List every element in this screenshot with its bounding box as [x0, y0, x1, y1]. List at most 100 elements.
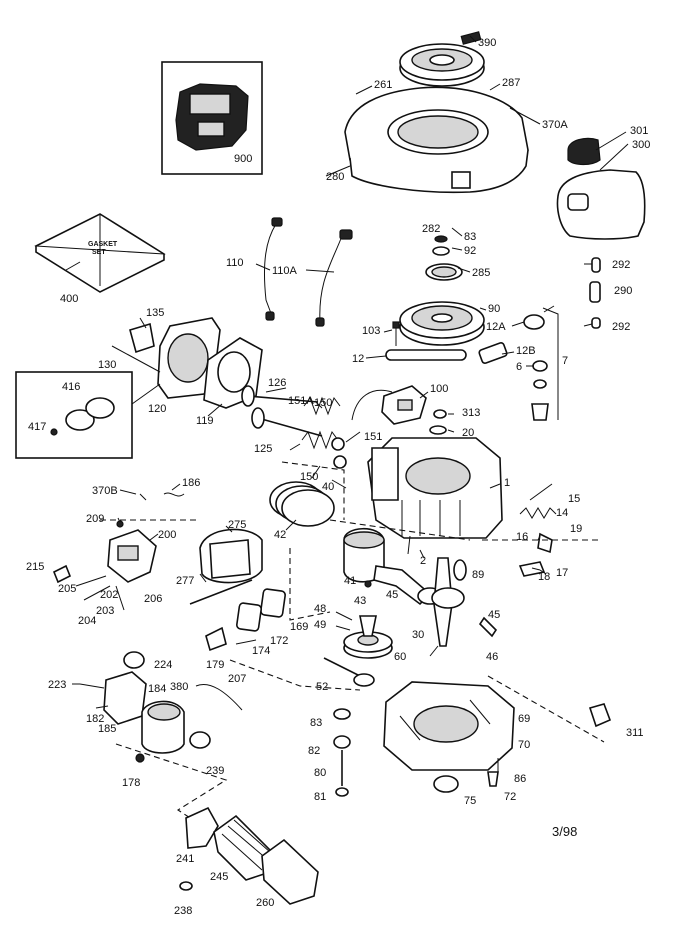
footer-date: 3/98 — [552, 824, 577, 839]
blower-housing — [344, 86, 529, 194]
callout-416: 416 — [62, 381, 80, 393]
governor-linkage — [482, 483, 600, 577]
callout-20: 20 — [462, 427, 474, 439]
callout-83a: 83 — [464, 231, 476, 243]
callout-19: 19 — [570, 523, 582, 535]
oil-fill — [333, 708, 351, 797]
callout-126: 126 — [268, 377, 286, 389]
recoil-starter — [399, 31, 485, 87]
callout-285: 285 — [472, 267, 490, 279]
callout-130: 130 — [98, 359, 116, 371]
callout-169: 169 — [290, 621, 308, 633]
callout-70: 70 — [518, 739, 530, 751]
flywheel-group — [392, 235, 485, 346]
callout-89: 89 — [472, 569, 484, 581]
callout-204: 204 — [78, 615, 96, 627]
callout-125: 125 — [254, 443, 272, 455]
engine-inset — [161, 61, 263, 175]
callout-42: 42 — [274, 529, 286, 541]
callout-81: 81 — [314, 791, 326, 803]
crankcase — [367, 409, 503, 539]
callout-239: 239 — [206, 765, 224, 777]
leader-lines — [65, 35, 629, 709]
callout-69: 69 — [518, 713, 530, 725]
fuel-line-group — [385, 257, 601, 421]
callout-1: 1 — [504, 477, 510, 489]
callout-83b: 83 — [310, 717, 322, 729]
callout-30: 30 — [412, 629, 424, 641]
callout-200: 200 — [158, 529, 176, 541]
callout-90: 90 — [488, 303, 500, 315]
callout-120: 120 — [148, 403, 166, 415]
callout-12: 12 — [352, 353, 364, 365]
callout-12A: 12A — [486, 321, 506, 333]
ignition-wires — [263, 217, 353, 327]
crankcase-cover — [383, 681, 515, 793]
callout-7: 7 — [562, 355, 568, 367]
callout-215: 215 — [26, 561, 44, 573]
callout-40: 40 — [322, 481, 334, 493]
callout-179: 179 — [206, 659, 224, 671]
callout-6: 6 — [516, 361, 522, 373]
callout-82: 82 — [308, 745, 320, 757]
callout-277: 277 — [176, 575, 194, 587]
callout-282: 282 — [422, 223, 440, 235]
callout-14: 14 — [556, 507, 568, 519]
callout-209: 209 — [86, 513, 104, 525]
callout-417: 417 — [28, 421, 46, 433]
callout-275: 275 — [228, 519, 246, 531]
callout-135: 135 — [146, 307, 164, 319]
callout-224: 224 — [154, 659, 172, 671]
callout-400: 400 — [60, 293, 78, 305]
callout-313: 313 — [462, 407, 480, 419]
callout-292a: 292 — [612, 259, 630, 271]
callout-150a: 150 — [314, 397, 332, 409]
callout-311: 311 — [626, 727, 644, 739]
callout-301: 301 — [630, 125, 648, 137]
callout-185: 185 — [98, 723, 116, 735]
callout-41: 41 — [344, 575, 356, 587]
callout-18: 18 — [538, 571, 550, 583]
valves — [241, 385, 347, 469]
callout-390: 390 — [478, 37, 496, 49]
camshaft-group — [323, 611, 393, 687]
callout-223: 223 — [48, 679, 66, 691]
callout-184: 184 — [148, 683, 166, 695]
callout-203: 203 — [96, 605, 114, 617]
callout-287: 287 — [502, 77, 520, 89]
plug-boot — [487, 675, 612, 743]
callout-151A: 151A — [288, 395, 314, 407]
callout-172: 172 — [270, 635, 288, 647]
carburetor-body — [79, 651, 243, 853]
intake-gaskets — [205, 588, 286, 652]
callout-174: 174 — [252, 645, 270, 657]
callout-150b: 150 — [300, 471, 318, 483]
callout-370A: 370A — [542, 119, 568, 131]
ignition-module — [351, 385, 427, 425]
callout-110A: 110A — [272, 265, 298, 277]
callout-290: 290 — [614, 285, 632, 297]
air-filter-group — [179, 806, 319, 905]
callout-49: 49 — [314, 619, 326, 631]
air-baffle — [189, 528, 263, 605]
callout-238: 238 — [174, 905, 192, 917]
callout-245: 245 — [210, 871, 228, 883]
callout-45a: 45 — [386, 589, 398, 601]
fuel-tank — [556, 137, 646, 240]
callout-119: 119 — [196, 415, 214, 427]
callout-45b: 45 — [488, 609, 500, 621]
callout-86: 86 — [514, 773, 526, 785]
callout-292b: 292 — [612, 321, 630, 333]
callout-15: 15 — [568, 493, 580, 505]
callout-380: 380 — [170, 681, 188, 693]
callout-100: 100 — [430, 383, 448, 395]
cylinder-head — [111, 317, 263, 409]
callout-202: 202 — [100, 589, 118, 601]
piston-group — [269, 481, 385, 588]
callout-2: 2 — [420, 555, 426, 567]
callout-900: 900 — [234, 153, 252, 165]
